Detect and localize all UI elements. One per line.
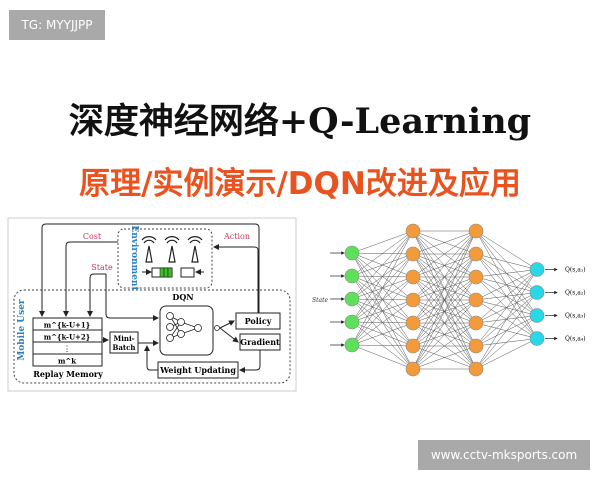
network-edge xyxy=(475,269,538,301)
network-edge xyxy=(351,230,414,277)
input-node xyxy=(344,314,360,330)
network-edge xyxy=(475,338,538,370)
network-edge xyxy=(351,230,414,300)
replay-memory-label: Replay Memory xyxy=(33,369,103,379)
policy-label: Policy xyxy=(245,316,272,326)
watermark-top: TG: MYYJJPP xyxy=(9,10,105,40)
watermark-bottom: www.cctv-mksports.com xyxy=(418,440,590,470)
network-edge xyxy=(351,299,414,346)
replay-memory-table: m^{k-U+1} m^{k-U+2} ⋮ m^k xyxy=(32,317,103,367)
network-edge xyxy=(412,230,477,324)
state-input-label: State xyxy=(312,297,329,304)
hidden-node xyxy=(468,361,484,377)
network-edge xyxy=(412,230,477,255)
hidden-node xyxy=(468,315,484,331)
environment-box xyxy=(117,228,213,289)
output-node xyxy=(529,331,545,346)
network-edge xyxy=(475,292,538,370)
q-value-label: Q(s,a₃) xyxy=(565,313,586,320)
replay-row: ⋮ xyxy=(63,345,71,354)
network-edge xyxy=(412,230,477,370)
network-edge xyxy=(475,269,538,370)
weight-updating-label: Weight Updating xyxy=(159,365,236,375)
network-edge xyxy=(475,230,538,270)
state-label: State xyxy=(91,263,113,272)
hidden-node xyxy=(468,223,484,239)
dqn-box xyxy=(159,305,214,356)
replay-row: m^k xyxy=(58,357,76,366)
antenna-icon xyxy=(141,236,157,263)
network-edge xyxy=(351,230,414,323)
hidden-node xyxy=(468,338,484,354)
flow-arrows xyxy=(39,223,261,373)
input-node xyxy=(344,268,360,284)
environment-label: Environment xyxy=(129,225,139,291)
hidden-node xyxy=(405,223,421,239)
network-edge xyxy=(475,253,538,270)
gradient-label: Gradient xyxy=(240,337,280,347)
network-edge xyxy=(412,276,477,370)
replay-row: m^{k-U+2} xyxy=(44,333,91,342)
network-edge xyxy=(351,253,414,346)
network-edge xyxy=(475,269,538,347)
hidden-node xyxy=(405,338,421,354)
queue-icon xyxy=(142,267,204,278)
hidden-node xyxy=(405,269,421,285)
input-node xyxy=(344,291,360,307)
page-title: 深度神经网络+Q-Learning xyxy=(68,101,532,142)
q-value-label: Q(s,a₂) xyxy=(565,290,586,297)
mobile-user-label: Mobile User xyxy=(17,299,27,361)
antenna-icon xyxy=(187,236,203,263)
antenna-icon xyxy=(164,236,180,263)
hidden-node xyxy=(405,292,421,308)
network-edge xyxy=(351,344,414,370)
input-node xyxy=(344,337,360,353)
replay-row: m^{k-U+1} xyxy=(44,321,91,330)
hidden-node xyxy=(405,361,421,377)
network-edge xyxy=(412,345,477,370)
q-value-label: Q(s,a₄) xyxy=(565,336,586,343)
hidden-node xyxy=(468,292,484,308)
network-edge xyxy=(351,322,414,346)
network-edge xyxy=(412,230,477,301)
network-edge xyxy=(475,269,538,324)
mobile-user-box xyxy=(13,289,291,384)
hidden-node xyxy=(468,269,484,285)
network-edge xyxy=(351,344,414,347)
hidden-node xyxy=(468,246,484,262)
network-edge xyxy=(351,230,414,254)
output-node xyxy=(529,308,545,323)
network-edge xyxy=(412,253,477,370)
network-edge xyxy=(412,322,477,370)
page-subtitle: 原理/实例演示/DQN改进及应用 xyxy=(79,166,521,202)
network-edge xyxy=(475,269,538,278)
mini-network-icon xyxy=(166,312,220,342)
mini-batch-label: Batch xyxy=(112,343,135,352)
network-edge xyxy=(412,230,477,347)
network-edge xyxy=(351,276,414,346)
network-edge xyxy=(351,230,414,346)
dqn-label: DQN xyxy=(172,292,193,302)
output-node xyxy=(529,262,545,277)
antenna-icons xyxy=(141,236,203,263)
network-edge xyxy=(412,230,477,278)
q-value-label: Q(s,a₁) xyxy=(565,267,586,274)
hidden-node xyxy=(405,246,421,262)
network-edge xyxy=(475,315,538,370)
action-label: Action xyxy=(223,232,250,241)
input-node xyxy=(344,245,360,261)
network-edge xyxy=(412,299,477,370)
cost-label: Cost xyxy=(83,232,102,241)
output-node xyxy=(529,285,545,300)
mini-batch-label: Mini- xyxy=(113,334,134,343)
hidden-node xyxy=(405,315,421,331)
